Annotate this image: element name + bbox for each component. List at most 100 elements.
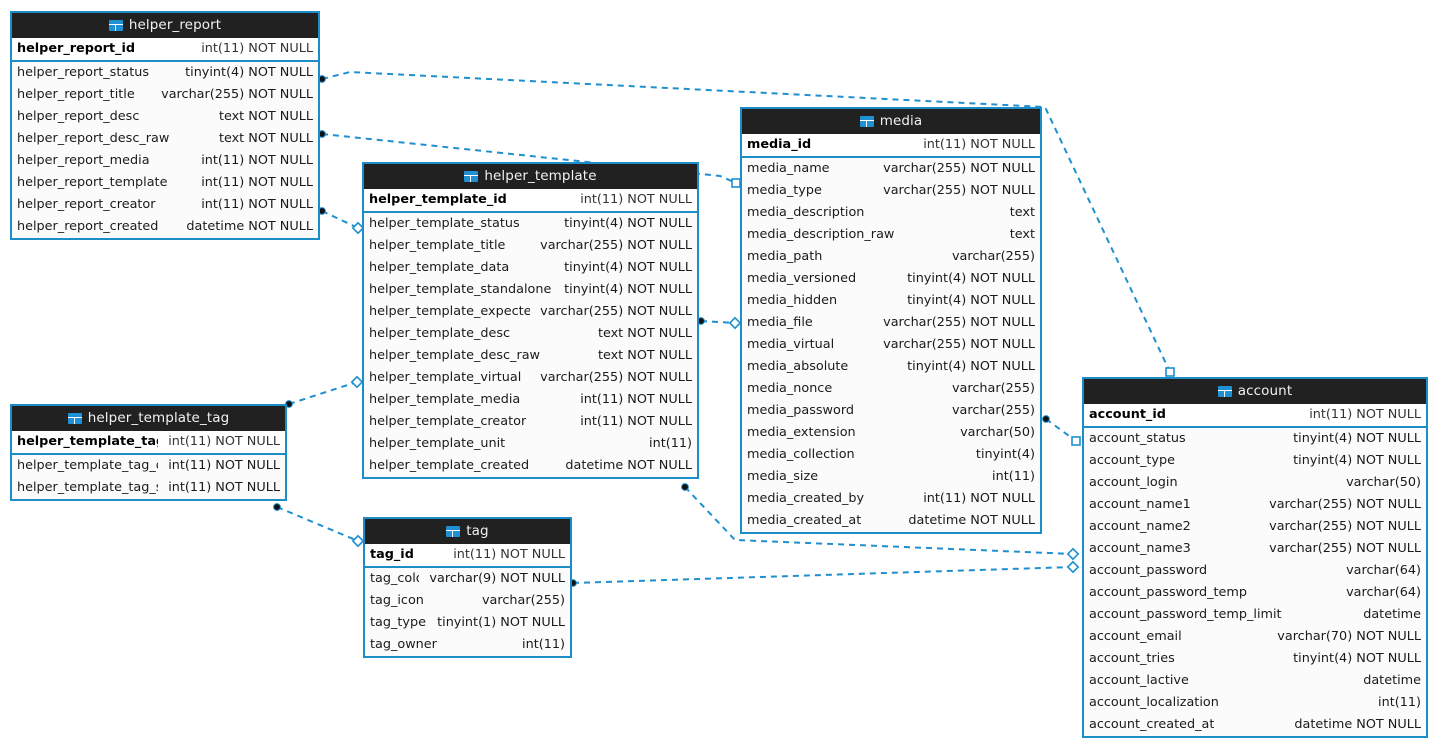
field-name: helper_report_template (17, 175, 168, 190)
entity-header-tag[interactable]: tag (365, 519, 570, 544)
entity-header-helper_template_tag[interactable]: helper_template_tag (12, 406, 285, 431)
field-type: tinyint(4) NOT NULL (564, 260, 692, 275)
field-name: helper_template_virtual (369, 370, 522, 385)
entity-header-account[interactable]: account (1084, 379, 1426, 404)
field-type: varchar(255) NOT NULL (883, 315, 1035, 330)
field-name: media_hidden (747, 293, 838, 308)
entity-header-helper_report[interactable]: helper_report (12, 13, 318, 38)
target-diamond-marker (351, 534, 365, 548)
field-row-helper_template_data[interactable]: helper_template_data tinyint(4) NOT NULL (364, 257, 697, 279)
field-name: media_created_by (747, 491, 865, 506)
field-name: helper_template_data (369, 260, 510, 275)
field-name: media_password (747, 403, 855, 418)
field-type: int(11) NOT NULL (580, 414, 692, 429)
field-row-helper_template_tag_dst[interactable]: helper_template_tag_dstint(11) NOT NULL (12, 455, 285, 477)
field-type: text (1009, 227, 1035, 242)
entity-header-helper_template[interactable]: helper_template (364, 164, 697, 189)
fields-section: tag_colorvarchar(9) NOT NULLtag_iconvarc… (365, 568, 570, 656)
field-type: varchar(255) NOT NULL (540, 304, 692, 319)
field-name: account_password_temp_limit (1089, 607, 1282, 622)
target-diamond-marker (728, 316, 742, 330)
relationship-line (288, 381, 358, 405)
field-row-tag_color[interactable]: tag_colorvarchar(9) NOT NULL (365, 568, 570, 590)
field-name: media_name (747, 161, 830, 176)
relationship-rel-helper_report_creator-helper_template (318, 207, 365, 235)
entity-header-media[interactable]: media (742, 109, 1040, 134)
field-name: account_name1 (1089, 497, 1191, 512)
field-name: helper_report_created (17, 219, 159, 234)
field-row-helper_template_tag_src[interactable]: helper_template_tag_srcint(11) NOT NULL (12, 477, 285, 499)
target-diamond-marker (1066, 560, 1080, 574)
field-type: int(11) (649, 436, 692, 451)
field-type: int(11) NOT NULL (168, 458, 280, 473)
entity-table-helper_template_tag[interactable]: helper_template_taghelper_template_tag_i… (10, 404, 287, 501)
field-name: account_type (1089, 453, 1175, 468)
